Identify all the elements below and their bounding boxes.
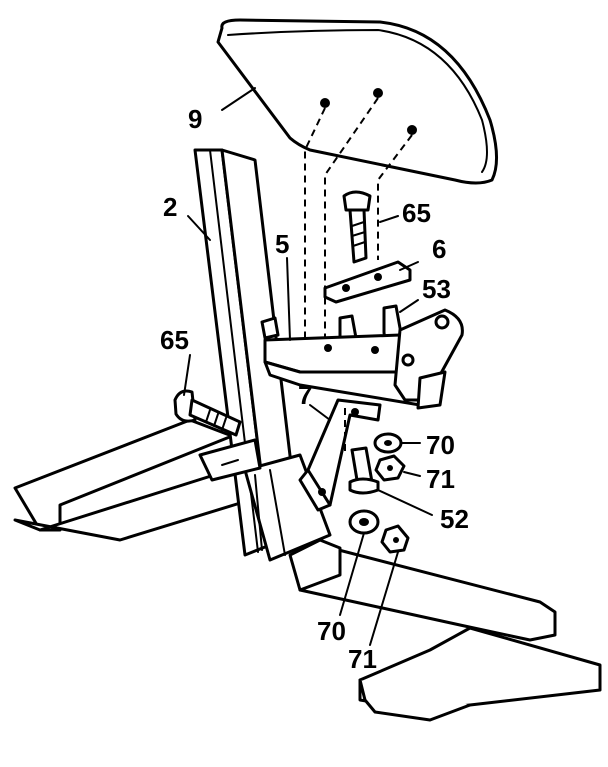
- label-70-bottom: 70: [317, 616, 346, 646]
- bolt-65-top: [342, 190, 372, 264]
- leader-lines: [183, 87, 433, 646]
- label-6: 6: [432, 234, 446, 264]
- label-53: 53: [422, 274, 451, 304]
- label-52: 52: [440, 504, 469, 534]
- bolt-65-side: [173, 389, 242, 437]
- label-65-top: 65: [402, 198, 431, 228]
- label-7: 7: [298, 380, 312, 410]
- part-labels: 9 2 65 5 6 53 65 7 70 71 52 70 71: [160, 104, 469, 674]
- label-71-bottom: 71: [348, 644, 377, 674]
- label-9: 9: [188, 104, 202, 134]
- upright-post: [193, 148, 332, 562]
- label-65-side: 65: [160, 325, 189, 355]
- label-70-right: 70: [426, 430, 455, 460]
- label-71-right: 71: [426, 464, 455, 494]
- label-2: 2: [163, 192, 177, 222]
- plate: [323, 260, 412, 304]
- label-5: 5: [275, 229, 289, 259]
- base-frame: [13, 418, 602, 722]
- bolt-52: [348, 446, 380, 495]
- lower-brace: [298, 398, 382, 512]
- bracket-support: [260, 308, 464, 410]
